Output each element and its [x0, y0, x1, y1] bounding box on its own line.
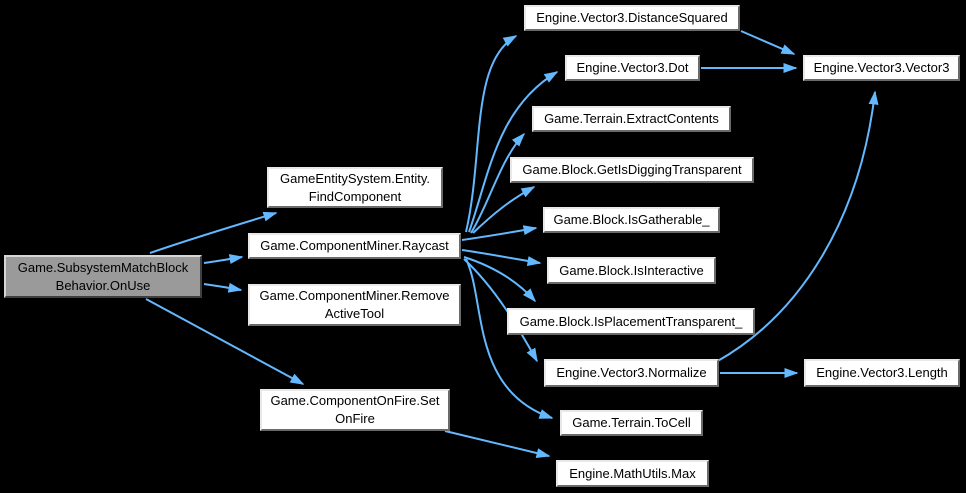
graph-node-label: Engine.MathUtils.Max [569, 465, 696, 481]
edge-raycast-to-isinteractive [461, 249, 542, 266]
edge-raycast-to-isgatherable [461, 225, 538, 241]
graph-node-label: Game.SubsystemMatchBlock Behavior.OnUse [17, 259, 189, 293]
graph-node-length[interactable]: Engine.Vector3.Length [804, 359, 960, 387]
edge-raycast-to-distancesquared [465, 35, 518, 233]
edge-raycast-to-getisdiggingtransparent [472, 186, 536, 234]
graph-node-label: Engine.Vector3.Length [816, 365, 948, 380]
edge-raycast-to-extractcontents [470, 132, 526, 234]
graph-node-label: Game.Terrain.ToCell [572, 415, 691, 430]
graph-node-removeactivetool[interactable]: Game.ComponentMiner.Remove ActiveTool [248, 284, 461, 326]
graph-node-onuse[interactable]: Game.SubsystemMatchBlock Behavior.OnUse [4, 255, 202, 298]
edge-raycast-to-isplacementtransparent [463, 256, 536, 303]
graph-node-mathutilsmax[interactable]: Engine.MathUtils.Max [556, 460, 709, 487]
graph-node-label: Engine.Vector3.Vector3 [813, 60, 950, 75]
graph-node-getisdiggingtransparent[interactable]: Game.Block.GetIsDiggingTransparent [510, 157, 754, 183]
graph-node-label: Engine.Vector3.Dot [576, 60, 689, 75]
graph-node-label: Game.Block.GetIsDiggingTransparent [522, 162, 742, 177]
graph-node-dot[interactable]: Engine.Vector3.Dot [565, 55, 700, 81]
edge-distancesquared-to-vector3 [740, 30, 796, 55]
edge-onuse-to-setonfire [145, 298, 305, 385]
graph-node-label: Game.Terrain.ExtractContents [544, 111, 719, 126]
graph-node-isgatherable[interactable]: Game.Block.IsGatherable_ [543, 207, 720, 233]
edge-onuse-to-findcomponent [149, 211, 278, 254]
edge-raycast-to-dot [468, 71, 559, 233]
edge-normalize-to-vector3 [715, 90, 879, 363]
graph-node-label: Game.Block.IsGatherable_ [553, 212, 710, 227]
edge-raycast-to-tocell [465, 258, 554, 419]
graph-node-label: Game.ComponentMiner.Remove ActiveTool [259, 288, 450, 321]
edge-raycast-to-normalize [463, 258, 538, 363]
graph-node-findcomponent[interactable]: GameEntitySystem.Entity. FindComponent [267, 167, 443, 208]
graph-node-normalize[interactable]: Engine.Vector3.Normalize [544, 359, 719, 387]
graph-node-label: Engine.Vector3.Normalize [556, 365, 707, 380]
graph-node-raycast[interactable]: Game.ComponentMiner.Raycast [248, 233, 461, 259]
graph-node-tocell[interactable]: Game.Terrain.ToCell [560, 410, 703, 436]
graph-node-vector3[interactable]: Engine.Vector3.Vector3 [803, 55, 960, 81]
edge-setonfire-to-mathutilsmax [444, 430, 551, 458]
graph-node-isplacementtransparent[interactable]: Game.Block.IsPlacementTransparent_ [507, 308, 755, 335]
graph-node-label: GameEntitySystem.Entity. FindComponent [279, 170, 431, 204]
graph-node-distancesquared[interactable]: Engine.Vector3.DistanceSquared [524, 5, 740, 31]
graph-node-label: Game.ComponentOnFire.Set OnFire [270, 393, 440, 426]
graph-node-label: Game.ComponentMiner.Raycast [260, 238, 449, 253]
edge-onuse-to-removeactivetool [203, 282, 243, 293]
graph-node-isinteractive[interactable]: Game.Block.IsInteractive [547, 257, 716, 284]
graph-node-extractcontents[interactable]: Game.Terrain.ExtractContents [532, 106, 731, 132]
edge-onuse-to-raycast [203, 254, 244, 264]
graph-node-label: Engine.Vector3.DistanceSquared [536, 10, 728, 25]
graph-node-setonfire[interactable]: Game.ComponentOnFire.Set OnFire [260, 389, 450, 431]
graph-node-label: Game.Block.IsInteractive [559, 262, 704, 278]
graph-node-label: Game.Block.IsPlacementTransparent_ [519, 313, 743, 329]
